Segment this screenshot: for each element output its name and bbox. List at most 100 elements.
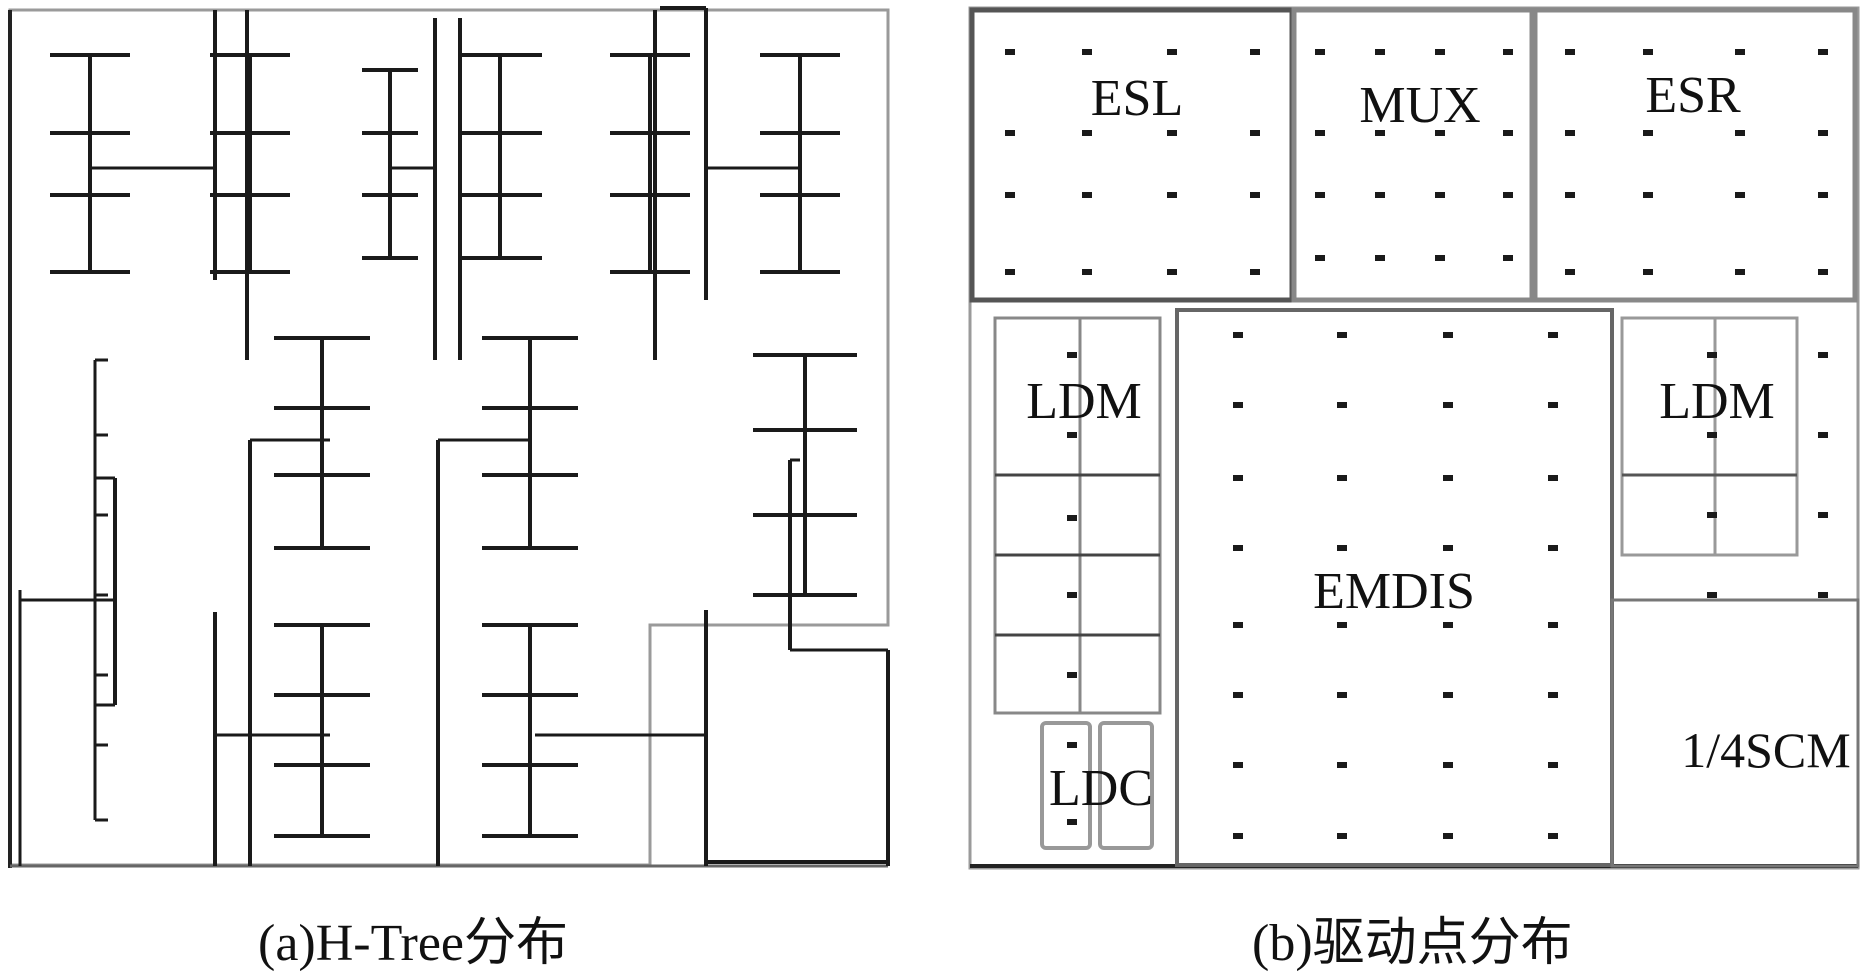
drive-point xyxy=(1818,49,1828,55)
drive-point xyxy=(1250,192,1260,198)
drive-point xyxy=(1167,49,1177,55)
drive-point xyxy=(1503,255,1513,261)
drive-points xyxy=(1005,49,1828,839)
drive-point xyxy=(1067,592,1077,598)
drive-point xyxy=(1233,402,1243,408)
block-ldc xyxy=(1040,721,1154,850)
drive-point xyxy=(1250,49,1260,55)
caption-b: (b)驱动点分布 xyxy=(1252,915,1573,972)
h-tree-panel xyxy=(8,6,890,868)
drive-point xyxy=(1375,49,1385,55)
drive-point xyxy=(1443,545,1453,551)
drive-point xyxy=(1565,192,1575,198)
drive-point xyxy=(1005,192,1015,198)
drive-point xyxy=(1735,192,1745,198)
h-tree-outline xyxy=(8,8,890,867)
label-scm: 1/4SCM xyxy=(1681,722,1851,778)
drive-point xyxy=(1818,130,1828,136)
drive-point xyxy=(1082,130,1092,136)
label-ldm-right: LDM xyxy=(1659,373,1775,430)
drive-point xyxy=(1548,622,1558,628)
label-esr: ESR xyxy=(1645,67,1741,124)
drive-point xyxy=(1233,833,1243,839)
drive-point xyxy=(1315,255,1325,261)
drive-point xyxy=(1435,49,1445,55)
drive-point xyxy=(1548,402,1558,408)
drive-point xyxy=(1818,512,1828,518)
drive-point xyxy=(1337,622,1347,628)
h-tree-branches xyxy=(50,53,857,838)
drive-point xyxy=(1548,833,1558,839)
drive-point xyxy=(1337,762,1347,768)
block-mux xyxy=(1291,7,1535,303)
drive-point xyxy=(1337,545,1347,551)
drive-point xyxy=(1233,622,1243,628)
drive-point xyxy=(1067,742,1077,748)
drive-point xyxy=(1337,475,1347,481)
drive-point xyxy=(1735,269,1745,275)
drive-point xyxy=(1315,192,1325,198)
drive-point-panel: ESL MUX ESR LDM LDM EMDIS LDC 1/4SCM xyxy=(968,6,1860,870)
label-esl: ESL xyxy=(1091,70,1183,127)
drive-point xyxy=(1818,269,1828,275)
drive-point xyxy=(1548,475,1558,481)
drive-point xyxy=(1067,432,1077,438)
drive-point xyxy=(1707,352,1717,358)
drive-point xyxy=(1548,692,1558,698)
drive-point xyxy=(1818,352,1828,358)
drive-point xyxy=(1167,269,1177,275)
drive-point xyxy=(1337,402,1347,408)
drive-point xyxy=(1435,255,1445,261)
drive-point xyxy=(1707,432,1717,438)
drive-point xyxy=(1443,692,1453,698)
label-emdis: EMDIS xyxy=(1313,563,1475,620)
drive-point xyxy=(1082,192,1092,198)
drive-point xyxy=(1067,515,1077,521)
drive-point xyxy=(1565,130,1575,136)
caption-a: (a)H-Tree分布 xyxy=(258,915,568,972)
block-scm xyxy=(1610,598,1860,868)
drive-point xyxy=(1565,269,1575,275)
drive-point xyxy=(1233,475,1243,481)
drive-point xyxy=(1082,49,1092,55)
drive-point xyxy=(1250,269,1260,275)
drive-point xyxy=(1818,192,1828,198)
block-esl xyxy=(969,7,1295,303)
drive-point xyxy=(1643,269,1653,275)
drive-point xyxy=(1067,672,1077,678)
drive-point xyxy=(1233,762,1243,768)
drive-point xyxy=(1548,332,1558,338)
drive-point xyxy=(1082,269,1092,275)
drive-point xyxy=(1167,192,1177,198)
drive-point xyxy=(1337,833,1347,839)
drive-point xyxy=(1067,352,1077,358)
drive-point xyxy=(1548,545,1558,551)
drive-point xyxy=(1565,49,1575,55)
label-ldm-left: LDM xyxy=(1026,373,1142,430)
drive-point xyxy=(1375,130,1385,136)
drive-point xyxy=(1818,432,1828,438)
drive-point xyxy=(1443,833,1453,839)
drive-point xyxy=(1735,130,1745,136)
drive-point xyxy=(1443,402,1453,408)
drive-point xyxy=(1435,130,1445,136)
drive-point xyxy=(1643,192,1653,198)
drive-point xyxy=(1443,622,1453,628)
drive-point xyxy=(1005,49,1015,55)
drive-point xyxy=(1435,192,1445,198)
drive-point xyxy=(1067,819,1077,825)
drive-point xyxy=(1548,762,1558,768)
drive-point xyxy=(1315,130,1325,136)
drive-point xyxy=(1005,130,1015,136)
drive-point xyxy=(1167,130,1177,136)
drive-point xyxy=(1443,475,1453,481)
drive-point xyxy=(1503,192,1513,198)
drive-point xyxy=(1503,49,1513,55)
drive-point xyxy=(1735,49,1745,55)
drive-point xyxy=(1233,545,1243,551)
drive-point xyxy=(1337,692,1347,698)
label-ldc: LDC xyxy=(1049,760,1153,817)
drive-point xyxy=(1503,130,1513,136)
drive-point xyxy=(1707,512,1717,518)
drive-point xyxy=(1250,130,1260,136)
